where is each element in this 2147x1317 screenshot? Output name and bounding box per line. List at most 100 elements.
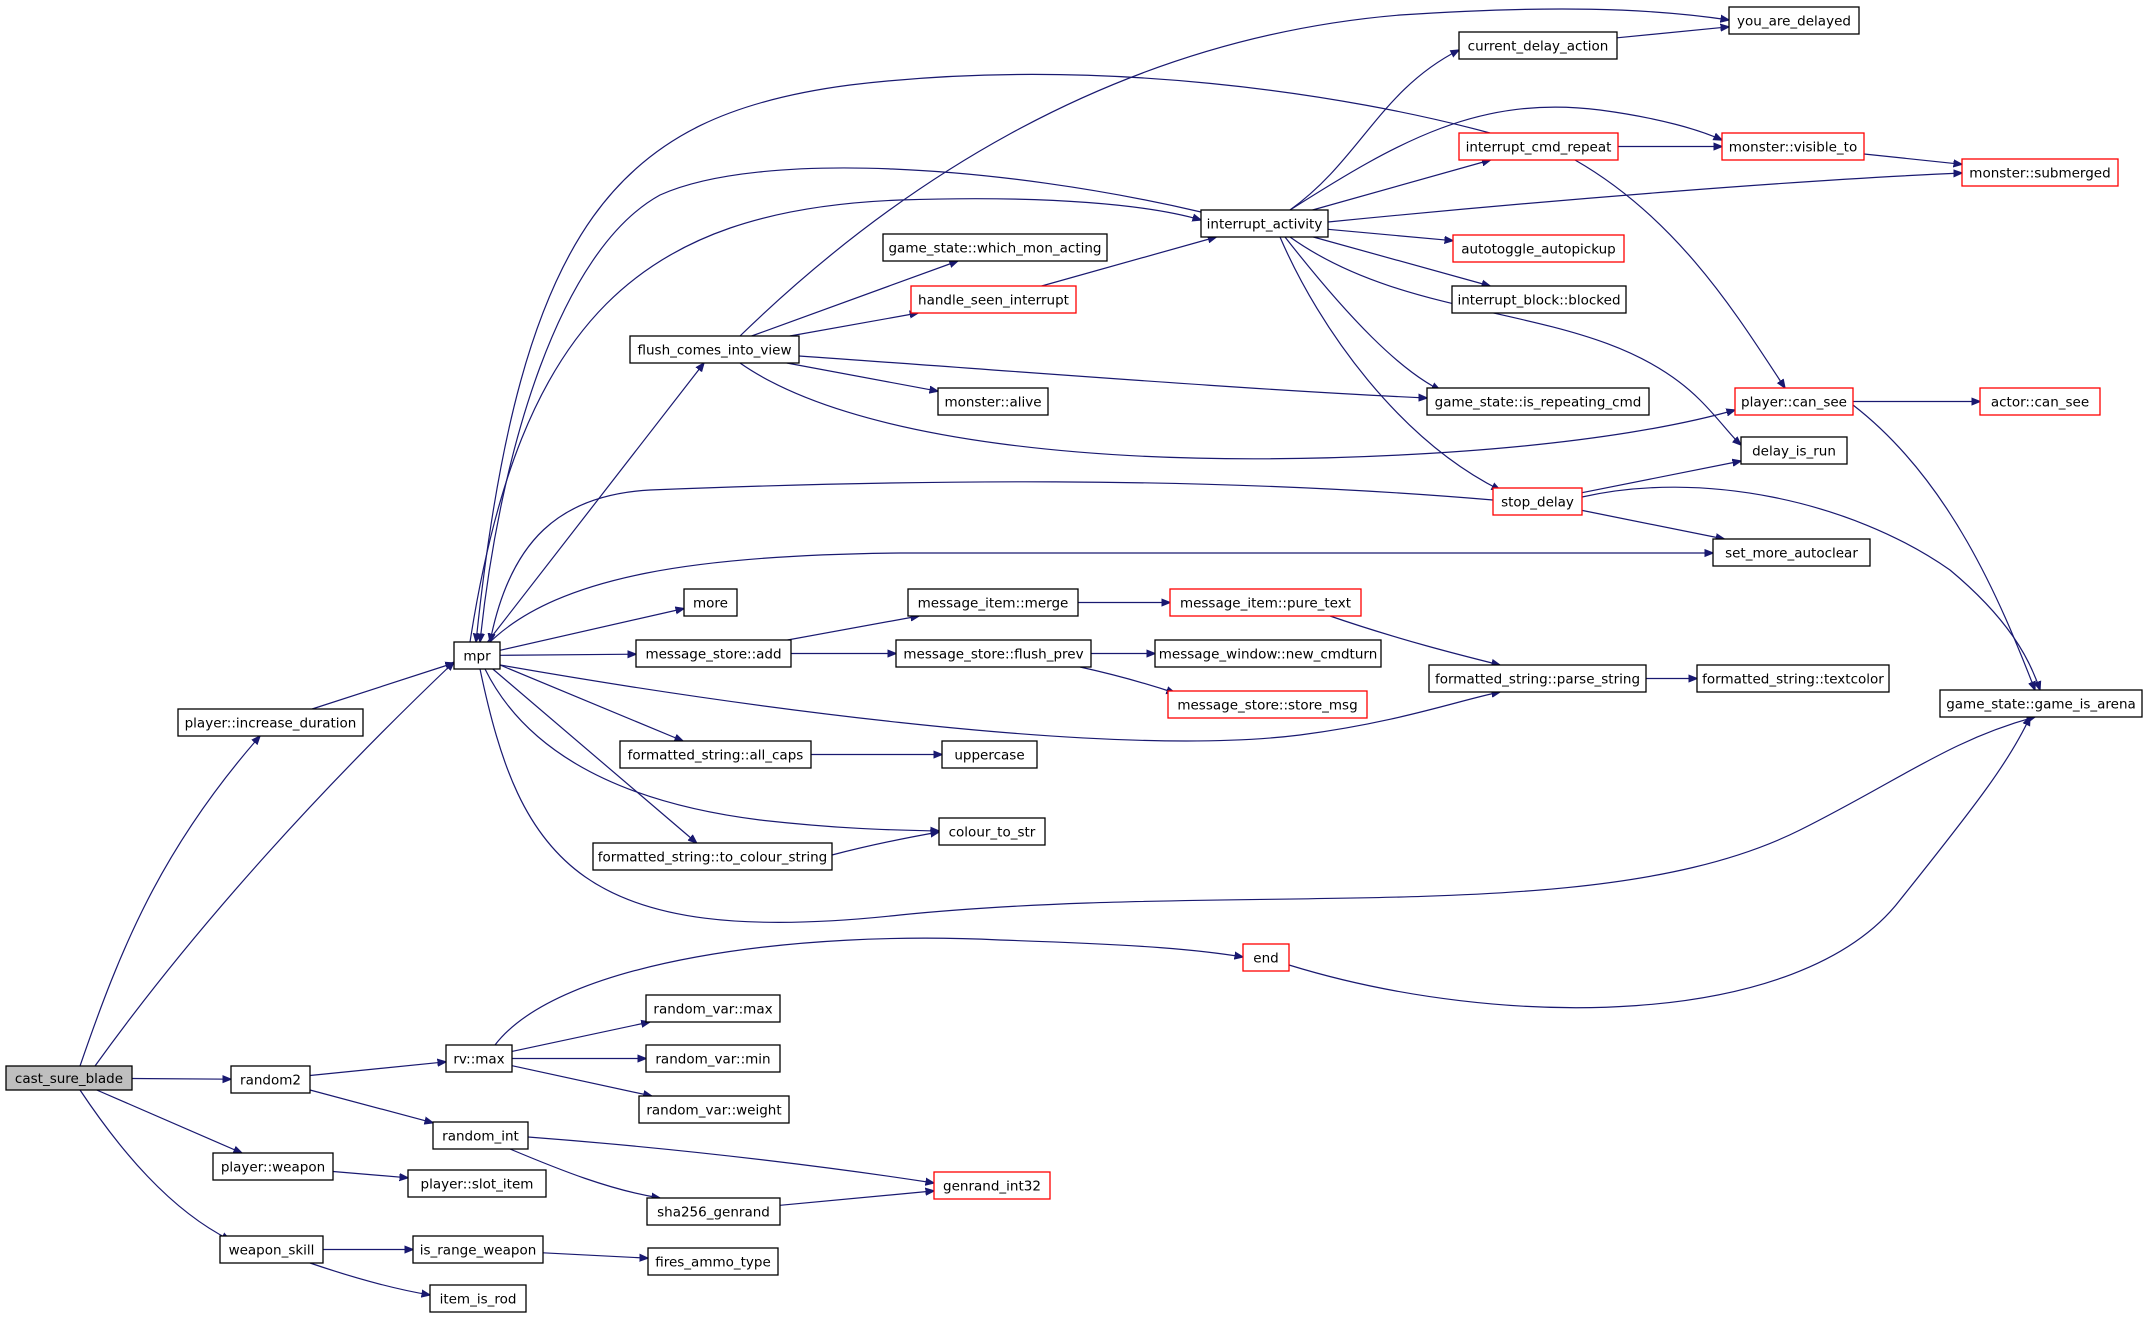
node-gs-which-mon-acting[interactable]: game_state::which_mon_acting: [882, 233, 1108, 262]
node-box: [177, 708, 364, 737]
edge-interrupt-activity-to-interrupt-cmd-repeat: [1312, 160, 1491, 211]
node-box: [1939, 689, 2143, 718]
edge-stop-delay-to-set-more-autoclear: [1581, 509, 1724, 539]
edge-weapon-skill-to-item-is-rod: [309, 1262, 430, 1295]
node-gs-game-is-arena[interactable]: game_state::game_is_arena: [1939, 689, 2143, 718]
node-flush-comes-into-view[interactable]: flush_comes_into_view: [629, 335, 800, 364]
node-label: message_item::merge: [918, 596, 1069, 612]
node-item-is-rod[interactable]: item_is_rod: [429, 1284, 527, 1313]
node-box: [429, 1284, 527, 1313]
node-message-item-merge[interactable]: message_item::merge: [907, 588, 1079, 617]
node-fs-all-caps[interactable]: formatted_string::all_caps: [619, 740, 812, 769]
edge-interrupt-activity-to-current-delay-action: [1289, 50, 1459, 211]
node-box: [445, 1044, 513, 1073]
edge-mpr-to-gs-game-is-arena: [479, 668, 2035, 923]
node-genrand-int32[interactable]: genrand_int32: [933, 1171, 1051, 1200]
node-message-store-flush-prev[interactable]: message_store::flush_prev: [895, 639, 1092, 668]
node-box: [212, 1152, 334, 1181]
node-random-var-min[interactable]: random_var::min: [645, 1044, 781, 1073]
node-label: uppercase: [954, 748, 1024, 764]
node-player-can-see[interactable]: player::can_see: [1734, 387, 1854, 416]
node-autotoggle-autopickup[interactable]: autotoggle_autopickup: [1452, 234, 1625, 263]
node-mpr[interactable]: mpr: [453, 641, 501, 670]
node-cast-sure-blade[interactable]: cast_sure_blade: [5, 1065, 133, 1091]
node-box: [1169, 588, 1362, 617]
node-fs-textcolor[interactable]: formatted_string::textcolor: [1696, 664, 1890, 693]
edge-interrupt-activity-to-mpr: [480, 167, 1202, 642]
edge-player-weapon-to-player-slot-item: [332, 1170, 408, 1178]
edge-cast-sure-blade-to-random2: [131, 1079, 231, 1080]
node-label: monster::alive: [944, 395, 1041, 411]
edge-stop-delay-to-mpr: [490, 481, 1494, 642]
node-delay-is-run[interactable]: delay_is_run: [1740, 436, 1848, 465]
node-fires-ammo-type[interactable]: fires_ammo_type: [647, 1247, 779, 1276]
node-label: mpr: [463, 649, 491, 665]
node-label: monster::visible_to: [1729, 140, 1857, 156]
node-more[interactable]: more: [683, 588, 738, 617]
edge-mpr-to-fs-to-colour-string: [492, 668, 697, 843]
edge-message-store-add-to-message-item-merge: [787, 616, 920, 641]
node-label: message_item::pure_text: [1180, 596, 1351, 612]
node-box: [1728, 6, 1860, 35]
node-label: random_var::min: [655, 1052, 770, 1068]
node-label: message_store::store_msg: [1177, 698, 1357, 714]
node-player-weapon[interactable]: player::weapon: [212, 1152, 334, 1181]
node-box: [683, 588, 738, 617]
node-message-item-pure-text[interactable]: message_item::pure_text: [1169, 588, 1362, 617]
node-message-window-new-cmdturn[interactable]: message_window::new_cmdturn: [1154, 639, 1382, 668]
node-fs-parse-string[interactable]: formatted_string::parse_string: [1428, 664, 1647, 693]
node-current-delay-action[interactable]: current_delay_action: [1458, 31, 1618, 60]
edge-mpr-to-more: [499, 609, 684, 651]
node-box: [1242, 943, 1290, 972]
node-random2[interactable]: random2: [230, 1065, 311, 1094]
node-message-store-add[interactable]: message_store::add: [635, 639, 792, 668]
node-interrupt-activity[interactable]: interrupt_activity: [1200, 209, 1329, 238]
edge-random-int-to-genrand-int32: [527, 1136, 934, 1183]
node-random-int[interactable]: random_int: [432, 1121, 529, 1150]
node-box: [1200, 209, 1329, 238]
node-random-var-max[interactable]: random_var::max: [645, 994, 781, 1023]
node-message-store-store-msg[interactable]: message_store::store_msg: [1167, 690, 1368, 719]
node-label: actor::can_see: [1991, 395, 2089, 411]
node-box: [1721, 132, 1865, 161]
node-uppercase[interactable]: uppercase: [941, 740, 1038, 769]
node-weapon-skill[interactable]: weapon_skill: [219, 1235, 324, 1264]
node-box: [937, 387, 1049, 416]
edge-mpr-to-interrupt-activity: [469, 198, 1201, 643]
node-end[interactable]: end: [1242, 943, 1290, 972]
node-set-more-autoclear[interactable]: set_more_autoclear: [1712, 538, 1871, 567]
node-monster-submerged[interactable]: monster::submerged: [1961, 158, 2119, 187]
node-rv-max[interactable]: rv::max: [445, 1044, 513, 1073]
node-random-var-weight[interactable]: random_var::weight: [638, 1095, 790, 1124]
node-box: [907, 588, 1079, 617]
node-monster-alive[interactable]: monster::alive: [937, 387, 1049, 416]
node-handle-seen-interrupt[interactable]: handle_seen_interrupt: [910, 285, 1077, 314]
node-monster-visible-to[interactable]: monster::visible_to: [1721, 132, 1865, 161]
node-label: autotoggle_autopickup: [1461, 242, 1616, 258]
edge-mpr-to-colour-to-str: [484, 668, 939, 831]
edge-fs-to-colour-string-to-colour-to-str: [831, 832, 939, 856]
node-sha256-genrand[interactable]: sha256_genrand: [646, 1197, 781, 1226]
node-fs-to-colour-string[interactable]: formatted_string::to_colour_string: [592, 842, 833, 871]
node-interrupt-block-blocked[interactable]: interrupt_block::blocked: [1451, 285, 1627, 314]
edge-message-store-flush-prev-to-message-store-store-msg: [1079, 666, 1175, 693]
node-label: player::weapon: [221, 1160, 325, 1176]
node-colour-to-str[interactable]: colour_to_str: [938, 817, 1046, 846]
node-you-are-delayed[interactable]: you_are_delayed: [1728, 6, 1860, 35]
node-player-increase-duration[interactable]: player::increase_duration: [177, 708, 364, 737]
node-stop-delay[interactable]: stop_delay: [1492, 487, 1583, 516]
node-label: end: [1253, 951, 1278, 967]
node-box: [1458, 132, 1619, 161]
node-box: [619, 740, 812, 769]
node-gs-is-repeating-cmd[interactable]: game_state::is_repeating_cmd: [1426, 387, 1650, 416]
node-actor-can-see[interactable]: actor::can_see: [1979, 387, 2101, 416]
node-box: [1740, 436, 1848, 465]
edge-random2-to-random-int: [309, 1089, 433, 1123]
edge-handle-seen-interrupt-to-interrupt-activity: [1041, 237, 1217, 287]
node-player-slot-item[interactable]: player::slot_item: [407, 1169, 547, 1198]
node-is-range-weapon[interactable]: is_range_weapon: [412, 1235, 544, 1264]
edge-interrupt-activity-to-monster-visible-to: [1289, 106, 1722, 211]
node-interrupt-cmd-repeat[interactable]: interrupt_cmd_repeat: [1458, 132, 1619, 161]
node-label: current_delay_action: [1468, 39, 1609, 55]
